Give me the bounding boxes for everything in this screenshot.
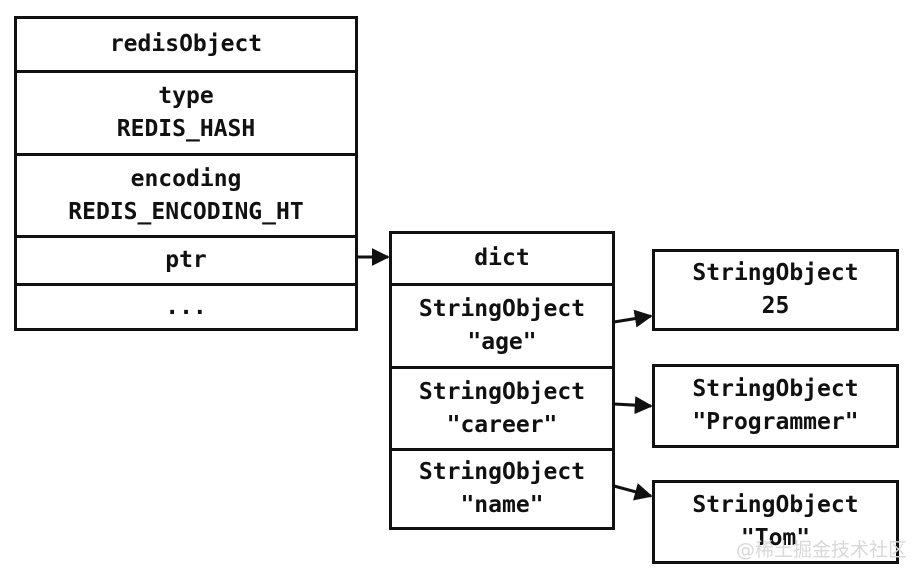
dict-entry-career: StringObject "career" bbox=[392, 366, 612, 448]
value-cell: StringObject "Tom" bbox=[655, 483, 896, 561]
more-label: ... bbox=[165, 293, 207, 320]
redis-object-ptr-field: ptr bbox=[17, 235, 355, 283]
dict-entry-label: StringObject bbox=[418, 378, 586, 405]
career-to-value-arrow bbox=[613, 396, 653, 415]
value-text: "Tom" bbox=[740, 525, 811, 551]
dict-entry-key: "name" bbox=[460, 492, 544, 518]
type-value: REDIS_HASH bbox=[116, 116, 256, 142]
value-text: "Programmer" bbox=[692, 409, 859, 435]
value-box-tom: StringObject "Tom" bbox=[652, 480, 899, 564]
age-to-value-arrow bbox=[613, 309, 653, 328]
value-box-programmer: StringObject "Programmer" bbox=[652, 364, 899, 448]
ptr-label: ptr bbox=[165, 247, 207, 273]
encoding-value: REDIS_ENCODING_HT bbox=[68, 198, 304, 225]
dict-entry-key: "age" bbox=[467, 329, 537, 355]
value-text: 25 bbox=[761, 293, 790, 319]
name-to-value-arrow bbox=[613, 483, 653, 501]
value-cell: StringObject "Programmer" bbox=[655, 367, 896, 445]
type-label: type bbox=[158, 83, 214, 109]
dict-entry-key: "career" bbox=[446, 411, 558, 438]
redis-object-more-field: ... bbox=[17, 283, 355, 328]
value-label: StringObject bbox=[692, 260, 859, 286]
redis-object-encoding-field: encoding REDIS_ENCODING_HT bbox=[17, 153, 355, 235]
dict-entry-label: StringObject bbox=[418, 459, 586, 485]
value-label: StringObject bbox=[692, 376, 859, 402]
dict-entry-label: StringObject bbox=[418, 296, 586, 322]
redis-object-box: redisObject type REDIS_HASH encoding RED… bbox=[14, 16, 358, 331]
redis-object-header: redisObject bbox=[17, 19, 355, 70]
value-box-25: StringObject 25 bbox=[652, 249, 899, 331]
redis-object-title: redisObject bbox=[109, 31, 263, 57]
dict-header: dict bbox=[392, 234, 612, 283]
dict-entry-name: StringObject "name" bbox=[392, 448, 612, 527]
redis-object-type-field: type REDIS_HASH bbox=[17, 70, 355, 153]
encoding-label: encoding bbox=[130, 165, 242, 192]
value-label: StringObject bbox=[692, 492, 859, 518]
dict-title: dict bbox=[474, 245, 530, 271]
dict-box: dict StringObject "age" StringObject "ca… bbox=[389, 231, 615, 530]
value-cell: StringObject 25 bbox=[655, 252, 896, 328]
dict-entry-age: StringObject "age" bbox=[392, 283, 612, 366]
watermark: @稀土掘金技术社区 bbox=[736, 539, 908, 561]
